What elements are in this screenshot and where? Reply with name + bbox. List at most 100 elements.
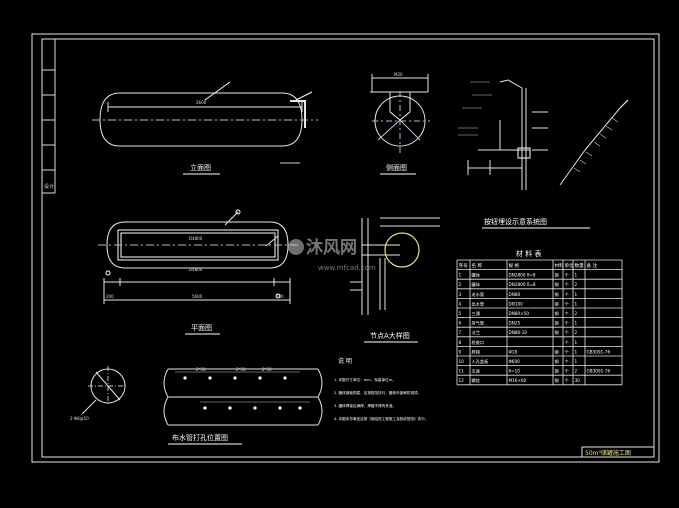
table-cell: 钢: [555, 329, 559, 336]
table-header-cell: 备 注: [587, 262, 598, 269]
table-cell: 钢: [555, 272, 559, 279]
table-cell: 个: [565, 301, 570, 306]
perforation-pipe-view: [163, 368, 323, 426]
table-cell: 支座: [472, 368, 480, 375]
table-cell: 钢: [555, 348, 559, 355]
table-cell: 7: [459, 330, 462, 335]
watermark-logo-icon: [288, 239, 304, 255]
node-detail-view: [350, 217, 440, 315]
table-cell: 1: [575, 340, 578, 345]
front-view-title: 立面图: [190, 163, 211, 172]
perforation-holes: [183, 376, 302, 410]
note-item-4: 4. 本图未尽事宜应按《钢结构工程施工及验收规范》执行。: [334, 416, 428, 421]
table-cell: 30: [575, 378, 581, 383]
hole-circle-note: 2-Φ8@50: [70, 416, 89, 421]
table-cell: 进水管: [472, 291, 485, 298]
table-cell: 个: [565, 330, 570, 335]
table-cell: 个: [565, 340, 570, 345]
table-header-cell: 名 称: [472, 262, 483, 269]
table-cell: DN2800 δ=8: [509, 282, 536, 287]
table-cell: 钢: [555, 281, 559, 288]
table-cell: 钢: [555, 358, 559, 365]
table-cell: 钢: [555, 291, 559, 298]
notes-title: 说 明: [338, 357, 352, 365]
side-view-title: 侧面图: [386, 163, 407, 172]
table-cell: DN25: [509, 321, 521, 326]
table-cell: 个: [565, 282, 570, 287]
plan-inner-dim-2: D4800: [189, 267, 203, 272]
table-cell: DN80×50: [509, 311, 530, 316]
note-item-1: 1. 本图尺寸单位：mm，标高单位m。: [334, 377, 396, 382]
node-detail-highlight: [384, 232, 420, 268]
table-cell: 1: [575, 273, 578, 278]
table-cell: 8: [459, 340, 462, 345]
watermark-url: www.mfcad.com: [318, 264, 376, 272]
design-notes: 说 明 1. 本图尺寸单位：mm，标高单位m。 2. 罐体钢板防腐，应按规范执行…: [334, 357, 428, 421]
note-item-3: 3. 罐体焊接应满焊，焊缝不得有夹渣。: [334, 403, 396, 408]
title-block-box: [581, 446, 655, 458]
inner-frame: [41, 38, 655, 458]
plan-marker-right: [275, 293, 281, 299]
table-cell: 9: [459, 349, 462, 354]
piping-view-title: 按钮埋设示意系统图: [484, 217, 547, 226]
piping-system-diagram: [458, 79, 629, 190]
table-cell: 1: [575, 359, 578, 364]
perforation-view-title: 布水管打孔位置图: [172, 433, 228, 442]
hole-dim-2: 2*50: [236, 367, 246, 372]
table-cell: 出水管: [472, 300, 485, 307]
table-cell: 1: [575, 301, 578, 306]
table-cell: GB3091-76: [587, 349, 611, 354]
table-cell: 2: [575, 330, 578, 335]
side-strip-label: 设计: [44, 183, 54, 190]
table-cell: 人孔盖板: [472, 358, 490, 365]
table-cell: 钢: [555, 320, 559, 327]
table-cell: 2: [575, 311, 578, 316]
table-cell: 个: [565, 321, 570, 326]
table-cell: GB3091-76: [587, 369, 611, 374]
table-cell: 罐体: [472, 281, 481, 288]
table-cell: 个: [565, 378, 570, 383]
table-cell: 12: [459, 378, 465, 383]
table-cell: DN80-10: [509, 330, 528, 335]
table-cell: 1: [575, 321, 578, 326]
table-cell: 检查口: [472, 339, 485, 346]
table-cell: 1: [575, 349, 578, 354]
hole-dim-1: 2*50: [196, 367, 206, 372]
table-cell: 2: [459, 282, 462, 287]
hole-dim-3: 2*50: [262, 367, 272, 372]
table-cell: 钢: [555, 300, 559, 307]
left-signature-strip: 设计: [42, 39, 56, 194]
table-cell: Φ18: [509, 349, 518, 354]
plan-view-title: 平面图: [191, 324, 212, 332]
plan-inner-dim: D4800: [189, 236, 203, 241]
table-cell: 6: [459, 321, 462, 326]
table-header-cell: 单位: [565, 262, 575, 269]
table-cell: 罐体: [472, 272, 481, 279]
title-block-text: 50m³储罐施工图: [585, 449, 631, 457]
side-view: [370, 74, 430, 155]
table-cell: 螺栓: [472, 377, 481, 384]
plan-view: [98, 211, 300, 304]
front-elevation-view: [92, 81, 318, 147]
table-cell: 2: [575, 369, 578, 374]
table-header-cell: 规 格: [509, 262, 520, 269]
table-cell: 4: [459, 301, 462, 306]
hole-circle-view: [81, 366, 128, 415]
table-cell: 1: [459, 273, 462, 278]
table-cell: 1: [575, 292, 578, 297]
plan-total-dim: 5600: [192, 294, 203, 299]
piping-valve: [517, 147, 531, 159]
table-cell: 2: [575, 282, 578, 287]
table-cell: 钢: [555, 377, 559, 384]
table-cell: 钢: [555, 310, 559, 317]
table-header-cell: 序号: [459, 262, 469, 269]
table-cell: 个: [565, 292, 570, 297]
table-cell: Φ600: [509, 359, 521, 364]
watermark: 沐风网 www.mfcad.com: [288, 238, 376, 272]
table-cell: M16×60: [509, 378, 527, 383]
side-top-dim: M20: [394, 72, 403, 77]
outer-frame: [31, 33, 660, 463]
table-header-cell: 数量: [575, 262, 585, 269]
